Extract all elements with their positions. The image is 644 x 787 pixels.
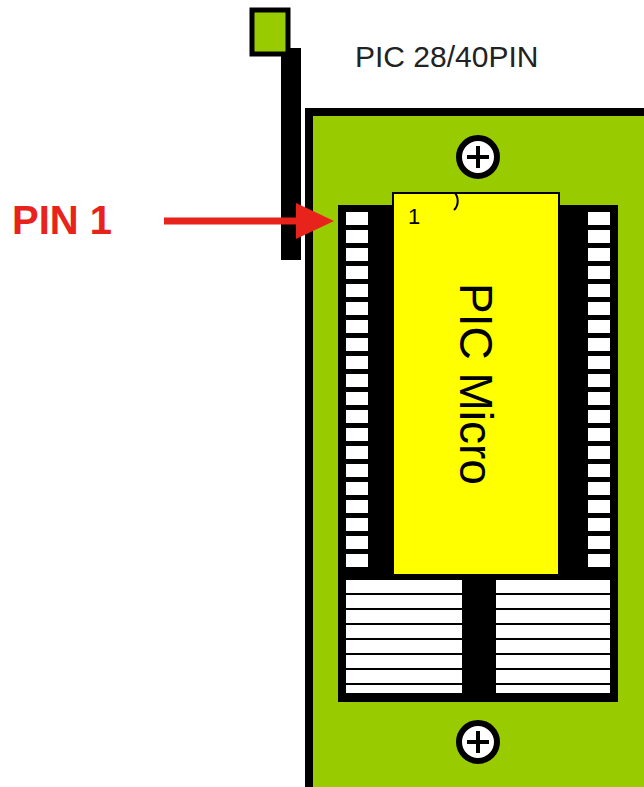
screw [459, 723, 497, 761]
screw [459, 138, 497, 176]
socket-board: PIC 28/40PIN1PIC Micro [305, 108, 644, 787]
pic-chip: 1PIC Micro [392, 192, 560, 576]
socket-board [309, 112, 644, 787]
pointer-arrow [164, 203, 334, 239]
pin-number: 1 [408, 206, 420, 228]
chip-notch [450, 192, 490, 212]
socket-title: PIC 28/40PIN [355, 42, 538, 72]
pin-label: PIN 1 [12, 200, 112, 240]
chip-label: PIC Micro [453, 283, 499, 485]
lever-handle [252, 10, 288, 54]
